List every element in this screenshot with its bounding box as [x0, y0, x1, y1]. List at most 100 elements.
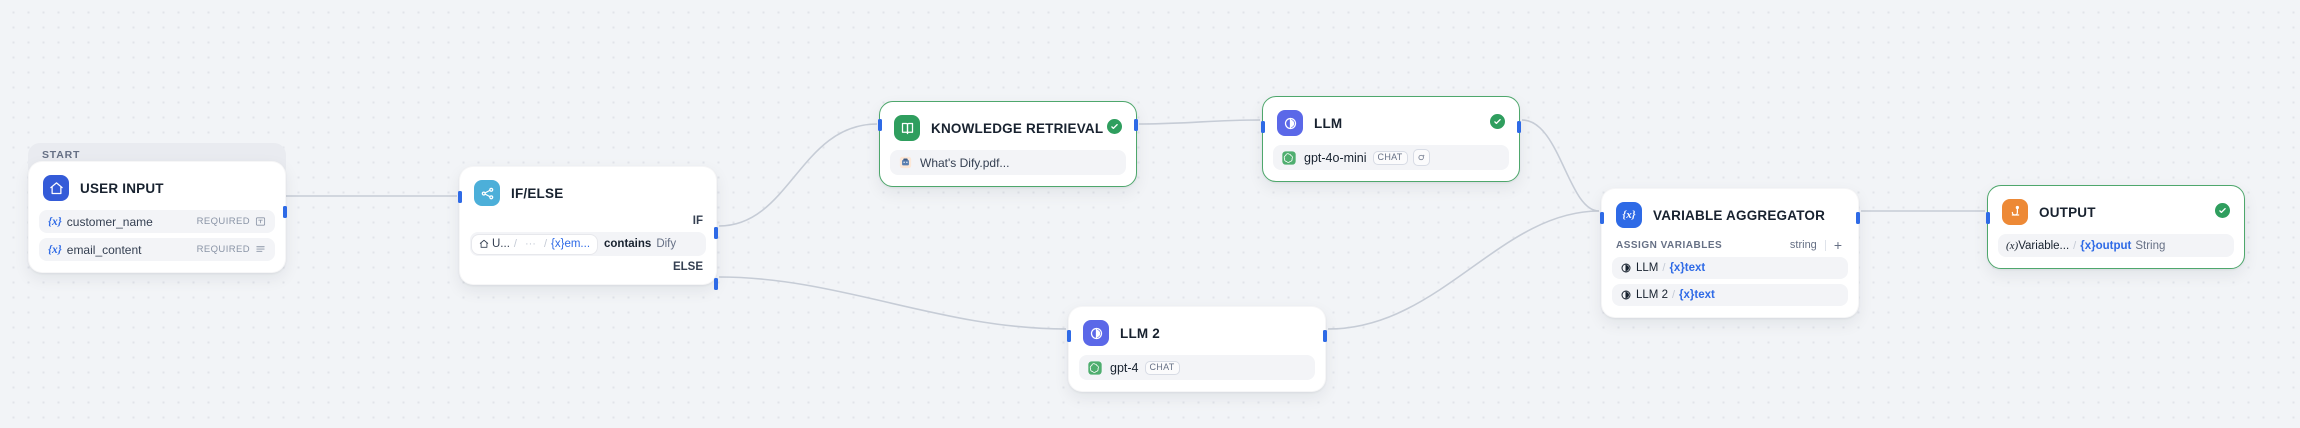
- aggregator-row-llm2[interactable]: LLM 2 / {x} text: [1612, 284, 1848, 306]
- llm2-header: LLM 2: [1069, 307, 1325, 346]
- node-llm2[interactable]: LLM 2 gpt-4 CHAT: [1067, 306, 1327, 392]
- output-separator: /: [2073, 239, 2077, 252]
- aggregator-field-prefix: {x}: [1679, 289, 1695, 301]
- knowledge-title: KNOWLEDGE RETRIEVAL: [931, 120, 1104, 136]
- handle-knowledge-input[interactable]: [878, 119, 882, 131]
- required-badge: REQUIRED: [197, 244, 266, 255]
- handle-ifelse-input[interactable]: [458, 191, 462, 203]
- assign-variables-label: ASSIGN VARIABLES: [1616, 239, 1723, 251]
- model-name: gpt-4: [1110, 360, 1139, 375]
- branch-icon: [474, 180, 500, 206]
- handle-llm2-output[interactable]: [1323, 330, 1327, 342]
- condition-var-prefix: {x}: [551, 238, 565, 250]
- aggregator-separator: /: [1662, 262, 1666, 274]
- condition-variable-chip[interactable]: U... / ··· / {x} em...: [472, 234, 598, 254]
- required-label: REQUIRED: [196, 216, 250, 227]
- condition-operator: contains: [604, 238, 652, 250]
- llm-icon: [1620, 289, 1632, 301]
- aggregator-header: {x} VARIABLE AGGREGATOR: [1602, 189, 1858, 228]
- aggregator-title: VARIABLE AGGREGATOR: [1653, 207, 1826, 223]
- user-input-body: {x} customer_name REQUIRED {x} email_con…: [29, 201, 285, 272]
- handle-ifelse-else-output[interactable]: [714, 278, 718, 290]
- status-badge-success: [1490, 114, 1505, 129]
- required-badge: REQUIRED: [197, 216, 266, 227]
- output-type: String: [2135, 239, 2166, 252]
- llm-icon: [1620, 262, 1632, 274]
- node-ifelse[interactable]: IF/ELSE IF U... / ··· / {x} em... contai…: [458, 166, 718, 290]
- aggregator-separator: /: [1671, 289, 1676, 301]
- status-badge-success: [2215, 203, 2230, 218]
- output-header: OUTPUT: [1988, 186, 2244, 225]
- output-prefix: (x): [2006, 239, 2019, 252]
- output-body: (x) Variable... / {x} output String: [1988, 225, 2244, 268]
- sparkle-icon[interactable]: [1412, 149, 1430, 166]
- node-output[interactable]: OUTPUT (x) Variable... / {x} output Stri…: [1986, 185, 2245, 269]
- ifelse-else-label: ELSE: [672, 261, 703, 273]
- handle-user-input-output[interactable]: [283, 206, 287, 218]
- node-user-input[interactable]: USER INPUT {x} customer_name REQUIRED: [28, 161, 287, 273]
- output-field: output: [2095, 239, 2132, 252]
- variable-row-customer-name[interactable]: {x} customer_name REQUIRED: [39, 210, 275, 233]
- condition-separator-1: /: [513, 238, 517, 250]
- aggregator-source: LLM 2: [1636, 289, 1668, 301]
- dataset-chip[interactable]: What's Dify.pdf...: [890, 150, 1126, 175]
- required-label: REQUIRED: [196, 244, 250, 255]
- ifelse-header: IF/ELSE: [460, 167, 716, 206]
- handle-aggregator-output[interactable]: [1856, 212, 1860, 224]
- divider: [1824, 239, 1826, 251]
- model-tag-chat: CHAT: [1372, 150, 1408, 165]
- add-variable-button[interactable]: +: [1833, 237, 1842, 253]
- home-icon: [43, 175, 69, 201]
- aggregator-field: text: [1684, 262, 1706, 274]
- output-field-prefix: {x}: [2080, 239, 2096, 252]
- variable-name: email_content: [66, 242, 142, 257]
- book-icon: [894, 115, 920, 141]
- llm2-title: LLM 2: [1120, 325, 1160, 341]
- handle-ifelse-if-output[interactable]: [714, 227, 718, 239]
- aggregator-body: ASSIGN VARIABLES string + LLM / {x} text: [1602, 228, 1858, 317]
- llm2-body: gpt-4 CHAT: [1069, 346, 1325, 391]
- handle-llm-input[interactable]: [1261, 121, 1265, 133]
- aggregator-field: text: [1694, 289, 1715, 301]
- handle-llm-output[interactable]: [1517, 121, 1521, 133]
- output-source: Variable...: [2018, 239, 2070, 252]
- llm-icon: [1277, 110, 1303, 136]
- output-icon: [2002, 199, 2028, 225]
- openai-icon: [1087, 360, 1103, 376]
- handle-knowledge-output[interactable]: [1134, 119, 1138, 131]
- condition-source: U...: [492, 238, 510, 250]
- aggregator-source: LLM: [1636, 262, 1659, 274]
- handle-llm2-input[interactable]: [1067, 330, 1071, 342]
- output-title: OUTPUT: [2039, 204, 2096, 220]
- paragraph-icon: [255, 244, 266, 255]
- model-chip[interactable]: gpt-4o-mini CHAT: [1273, 145, 1509, 170]
- handle-aggregator-input[interactable]: [1600, 212, 1604, 224]
- node-variable-aggregator[interactable]: {x} VARIABLE AGGREGATOR ASSIGN VARIABLES…: [1600, 188, 1860, 318]
- edge-ifelse-else-to-llm2: [718, 276, 1067, 330]
- ifelse-condition-row[interactable]: U... / ··· / {x} em... contains Dify: [470, 232, 706, 256]
- variable-name: customer_name: [66, 214, 153, 229]
- output-variable-row[interactable]: (x) Variable... / {x} output String: [1998, 234, 2234, 257]
- node-llm[interactable]: LLM gpt-4o-mini CHAT: [1261, 96, 1521, 182]
- model-chip[interactable]: gpt-4 CHAT: [1079, 355, 1315, 380]
- handle-output-input[interactable]: [1986, 212, 1990, 224]
- node-knowledge-retrieval[interactable]: KNOWLEDGE RETRIEVAL What's Dify.pdf...: [878, 101, 1138, 187]
- knowledge-header: KNOWLEDGE RETRIEVAL: [880, 102, 1136, 141]
- aggregator-row-llm[interactable]: LLM / {x} text: [1612, 257, 1848, 279]
- edge-knowledge-to-llm: [1138, 119, 1261, 125]
- ifelse-title: IF/ELSE: [511, 185, 564, 201]
- status-badge-success: [1107, 119, 1122, 134]
- variable-row-email-content[interactable]: {x} email_content REQUIRED: [39, 238, 275, 261]
- condition-ellipsis: ···: [524, 238, 536, 250]
- condition-value: Dify: [656, 238, 677, 250]
- edge-llm2-to-aggregator: [1327, 210, 1600, 330]
- start-group: START USER INPUT {x} customer_name REQUI…: [28, 143, 287, 273]
- model-tag-chat: CHAT: [1144, 360, 1180, 375]
- variable-icon: {x}: [1616, 202, 1642, 228]
- condition-var: em...: [564, 238, 591, 250]
- home-icon: [479, 239, 489, 249]
- edge-llm-to-aggregator: [1521, 119, 1600, 212]
- llm-body: gpt-4o-mini CHAT: [1263, 136, 1519, 181]
- user-input-title: USER INPUT: [80, 180, 164, 196]
